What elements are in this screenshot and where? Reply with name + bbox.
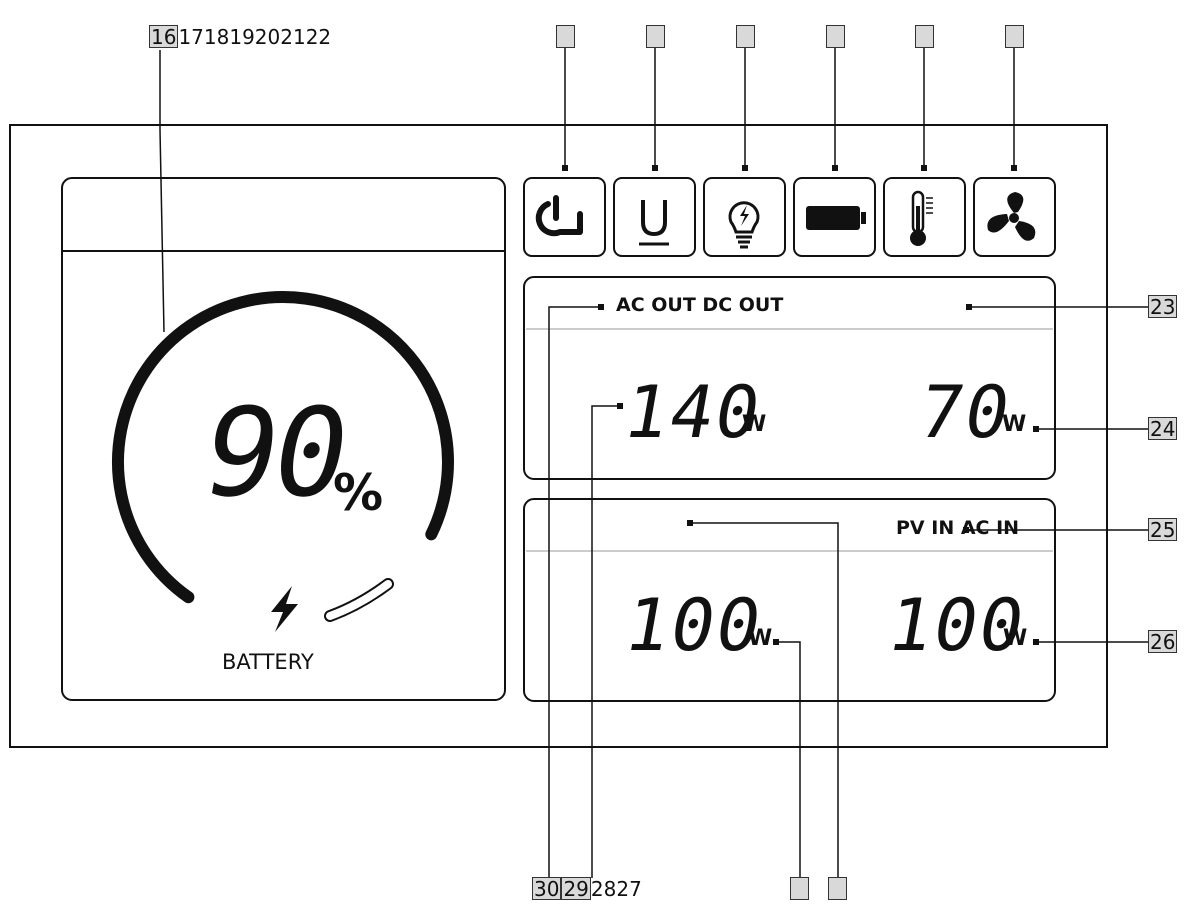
ac-in-unit: W bbox=[1003, 626, 1028, 651]
callout-box-bottom-left bbox=[790, 877, 809, 900]
battery-percent-value: 90 bbox=[192, 382, 357, 524]
callout-28-27: 2827 bbox=[590, 877, 642, 901]
callout-23: 23 bbox=[1148, 295, 1178, 319]
battery-ring-arc bbox=[111, 291, 454, 604]
callout-box-power bbox=[556, 25, 575, 48]
callout-box-thermometer bbox=[915, 25, 934, 48]
light-bulb-icon bbox=[728, 201, 760, 249]
ac-out-unit: W bbox=[742, 412, 767, 437]
power-icon-frame bbox=[523, 177, 606, 257]
fan-icon-frame bbox=[973, 177, 1056, 257]
leader-lines bbox=[159, 48, 1149, 878]
battery-icon bbox=[806, 206, 866, 230]
callout-25: 25 bbox=[1148, 518, 1178, 542]
callout-17-22: 171819202122 bbox=[178, 25, 332, 49]
battery-panel bbox=[61, 177, 506, 701]
callout-30: 30 bbox=[532, 877, 562, 901]
power-icon bbox=[535, 195, 583, 237]
callout-29: 29 bbox=[561, 877, 591, 901]
pv-in-value: 100 bbox=[618, 583, 770, 667]
callout-box-fan bbox=[1005, 25, 1024, 48]
callout-26: 26 bbox=[1148, 630, 1178, 654]
callout-box-usb bbox=[646, 25, 665, 48]
callout-box-battery bbox=[826, 25, 845, 48]
output-panel-header: AC OUT DC OUT bbox=[616, 294, 784, 316]
charging-icon bbox=[271, 586, 298, 632]
battery-icon-frame bbox=[793, 177, 876, 257]
callout-16: 16 bbox=[149, 25, 179, 49]
ac-in-value: 100 bbox=[881, 583, 1033, 667]
usb-icon-frame bbox=[613, 177, 696, 257]
battery-percent-sign: % bbox=[333, 464, 384, 522]
callout-box-bottom-right bbox=[828, 877, 847, 900]
usb-icon bbox=[639, 200, 669, 246]
battery-label: BATTERY bbox=[222, 650, 314, 674]
battery-ring-outline-low-inner bbox=[326, 580, 392, 620]
pv-in-unit: W bbox=[748, 626, 773, 651]
thermometer-icon bbox=[910, 190, 933, 246]
light-bulb-icon-frame bbox=[703, 177, 786, 257]
callout-box-light bbox=[736, 25, 755, 48]
input-panel-header: PV IN AC IN bbox=[896, 517, 1020, 539]
leader-dots bbox=[562, 165, 1039, 645]
status-icon-row bbox=[523, 177, 1056, 257]
dc-out-unit: W bbox=[1002, 412, 1027, 437]
thermometer-icon-frame bbox=[883, 177, 966, 257]
callout-24: 24 bbox=[1148, 417, 1178, 441]
output-panel bbox=[523, 276, 1056, 480]
input-panel bbox=[523, 498, 1056, 702]
screen-frame bbox=[9, 124, 1108, 748]
fan-icon bbox=[987, 192, 1036, 241]
